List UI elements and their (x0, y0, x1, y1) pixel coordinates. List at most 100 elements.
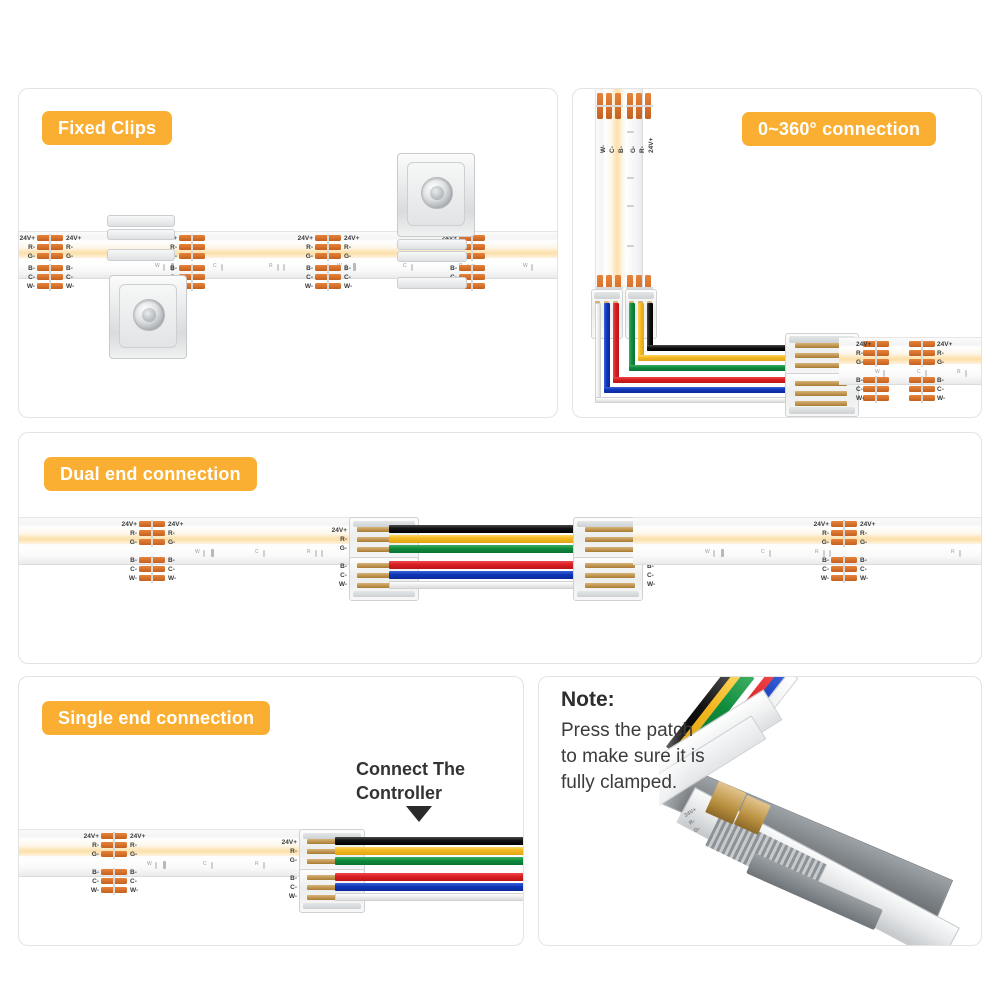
pad-labels: 24V+ R- G- (937, 341, 953, 366)
fixed-clip (105, 215, 177, 273)
pad-labels-left-bottom-right: B- C- W- (66, 265, 75, 290)
solder-pads (626, 275, 653, 301)
title-fixed-clips: Fixed Clips (42, 111, 173, 145)
fixed-clip-base (109, 275, 187, 359)
contact-blade (357, 563, 407, 568)
pad-labels: B- C- W- (937, 377, 946, 402)
strip-glow (633, 533, 981, 544)
strip-glow (19, 533, 361, 544)
pad-labels: B- C- W- (344, 265, 353, 290)
contact-blade (307, 875, 355, 880)
connector-labels-left-top: 24V+ R- G- (331, 527, 347, 552)
led-strip-vertical (595, 89, 643, 309)
contact-blade (357, 547, 407, 552)
wire-yellow (335, 847, 523, 855)
pad-labels: B- C- W- (130, 869, 139, 894)
note-photo: 24V+ R- G- (659, 677, 981, 945)
led-strip-right: W C R R (633, 517, 981, 565)
solder-pads (831, 556, 857, 583)
pad-labels: B- C- W- (168, 557, 177, 582)
wire-blue (389, 571, 635, 579)
pad-labels: B- C- W- (128, 557, 137, 582)
contact-blade (585, 563, 635, 568)
solder-pads (459, 234, 485, 261)
down-triangle-icon (406, 806, 432, 822)
solder-pads (139, 520, 165, 547)
contact-blade (357, 583, 407, 588)
strip-lower-band (839, 363, 981, 378)
contact-blade (357, 573, 407, 578)
wire-white-horizontal (595, 397, 793, 403)
note-title: Note: (561, 688, 615, 711)
strip-lower-band (633, 543, 981, 558)
wire-red-horizontal (613, 377, 793, 383)
wire-black (335, 837, 523, 845)
connector-labels-left-bottom: B- C- W- (338, 563, 347, 588)
solder-pads (315, 234, 341, 261)
solder-pads (596, 93, 623, 119)
strip-glow (611, 89, 622, 309)
solder-pads (626, 93, 653, 119)
contact-blade (585, 573, 635, 578)
pad-labels: B- C- W- (304, 265, 313, 290)
title-text: Single end connection (58, 707, 255, 728)
fixed-clip (395, 239, 469, 297)
contact-blade (795, 343, 847, 348)
wire-white (335, 893, 523, 901)
screw-hole (421, 176, 453, 209)
pad-labels: 24V+ R- G- (121, 521, 137, 546)
connector-labels-bottom: B- C- W- (288, 875, 297, 900)
wire-blue (604, 303, 610, 393)
wire-yellow-horizontal (638, 355, 793, 361)
wire-black (647, 303, 653, 351)
solder-pads (179, 264, 205, 291)
pad-labels-left-top-right: 24V+ R- G- (66, 235, 82, 260)
wire-green-horizontal (629, 365, 793, 371)
wire-green (389, 545, 635, 553)
title-angle-connection: 0~360° connection (742, 112, 937, 146)
pad-labels-vertical-top2: G- R- 24V+ (630, 137, 655, 153)
solder-pads (909, 376, 935, 403)
connector-labels-top: 24V+ R- G- (281, 839, 297, 864)
contact-blade (585, 547, 635, 552)
solder-pads (831, 520, 857, 547)
pad-labels: 24V+ R- G- (130, 833, 146, 858)
contact-blade (307, 839, 355, 844)
wire-red (335, 873, 523, 881)
wire-green (335, 857, 523, 865)
connector-labels-right-bottom: B- C- W- (647, 563, 656, 588)
solder-pads (315, 264, 341, 291)
contact-blade (795, 363, 847, 368)
contact-blade (307, 859, 355, 864)
pad-labels: 24V+ R- G- (344, 235, 360, 260)
contact-blade (357, 527, 407, 532)
solder-pads (863, 340, 889, 367)
wire-white (595, 303, 601, 403)
pad-labels: B- C- W- (856, 377, 865, 402)
solder-pads (909, 340, 935, 367)
contact-blade (357, 537, 407, 542)
wire-red (389, 561, 635, 569)
contact-blade (307, 895, 355, 900)
strip-glow (19, 247, 557, 258)
solder-pads (101, 868, 127, 895)
pad-labels: 24V+ R- G- (856, 341, 872, 366)
pad-labels: 24V+ R- G- (297, 235, 313, 260)
led-strip: W C R (19, 829, 311, 877)
title-text: 0~360° connection (758, 118, 921, 139)
contact-blade (585, 527, 635, 532)
strip-lower-band (19, 543, 361, 558)
connect-controller-callout: Connect The Controller (356, 759, 466, 803)
solder-pads (37, 234, 63, 261)
pad-labels: B- C- W- (860, 557, 869, 582)
contact-blade (795, 401, 847, 406)
pad-labels: 24V+ R- G- (168, 521, 184, 546)
contact-blade (307, 885, 355, 890)
pad-labels: 24V+ R- G- (813, 521, 829, 546)
wire-black (389, 525, 635, 533)
wire-yellow (389, 535, 635, 543)
strip-glow (19, 845, 311, 856)
solder-pads (101, 832, 127, 859)
title-text: Fixed Clips (58, 117, 157, 138)
